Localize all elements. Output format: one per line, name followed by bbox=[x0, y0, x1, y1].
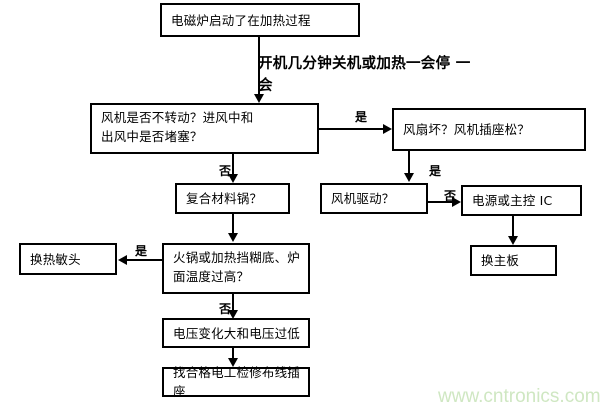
label-yes-fan-broken: 是 bbox=[355, 110, 368, 124]
node-composite-pot[interactable]: 复合材料锅？ bbox=[175, 183, 290, 214]
connector-composite-pot-to-hotpot bbox=[232, 214, 234, 236]
connector-voltage-issue-to-find-electrician bbox=[232, 348, 234, 362]
node-find-electrician[interactable]: 找合格电工检修布线插座 bbox=[162, 365, 310, 399]
arrowhead-start-to-fan-check bbox=[254, 94, 264, 103]
node-start[interactable]: 电磁炉启动了在加热过程 bbox=[160, 3, 360, 37]
node-voltage-issue[interactable]: 电压变化大和电压过低 bbox=[162, 318, 310, 348]
arrowhead-fan-check-to-composite-pot bbox=[228, 174, 238, 183]
connector-power-ic-to-replace-mainboard bbox=[512, 216, 514, 238]
label-yes-fan-drive: 是 bbox=[429, 164, 442, 178]
connector-fan-broken-to-fan-drive bbox=[408, 151, 410, 176]
connector-hotpot-to-replace-thermistor bbox=[126, 259, 163, 261]
node-hotpot-overheat[interactable]: 火锅或加热挡糊底、炉 面温度过高？ bbox=[162, 243, 310, 294]
arrowhead-fan-check-to-fan-broken bbox=[383, 124, 392, 134]
node-fan-check[interactable]: 风机是否不转动？进风中和 出风中是否堵塞？ bbox=[90, 103, 319, 154]
connector-fan-drive-to-power-ic bbox=[428, 201, 459, 203]
connector-hotpot-to-voltage-issue bbox=[232, 294, 234, 315]
arrowhead-voltage-issue-to-find-electrician bbox=[228, 358, 238, 367]
node-fan-broken[interactable]: 风扇坏？风机插座松？ bbox=[392, 108, 586, 151]
arrowhead-fan-broken-to-fan-drive bbox=[404, 173, 414, 182]
node-fan-drive[interactable]: 风机驱动？ bbox=[320, 183, 428, 214]
arrowhead-fan-drive-to-power-ic bbox=[452, 197, 461, 207]
connector-fan-check-to-composite-pot bbox=[232, 154, 234, 178]
label-yes-thermistor: 是 bbox=[135, 244, 148, 258]
arrowhead-hotpot-to-replace-thermistor bbox=[118, 255, 127, 265]
watermark-text: www.cntronics.com bbox=[438, 386, 601, 407]
connector-start-to-fan-check bbox=[258, 37, 260, 95]
node-replace-thermistor[interactable]: 换热敏头 bbox=[19, 243, 117, 275]
connector-fan-check-to-fan-broken bbox=[319, 128, 390, 130]
arrowhead-hotpot-to-voltage-issue bbox=[228, 310, 238, 319]
arrowhead-power-ic-to-replace-mainboard bbox=[508, 236, 518, 245]
arrowhead-composite-pot-to-hotpot bbox=[228, 233, 238, 242]
label-symptom: 开机几分钟关机或加热一会停 一会 bbox=[258, 56, 471, 94]
node-power-ic[interactable]: 电源或主控 IC bbox=[461, 185, 582, 216]
node-replace-mainboard[interactable]: 换主板 bbox=[470, 245, 557, 276]
